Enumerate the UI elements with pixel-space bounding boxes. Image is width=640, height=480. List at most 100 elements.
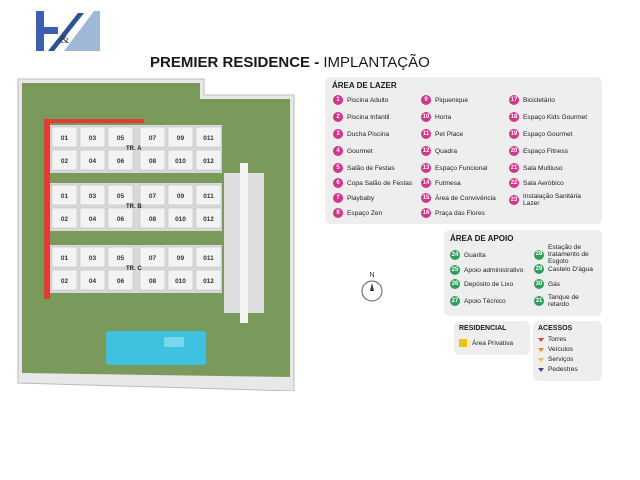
- lazer-number-badge: 21: [509, 163, 519, 173]
- unit-block: [51, 184, 78, 206]
- unit-label: 07: [149, 135, 157, 142]
- lazer-item-label: Praça das Flores: [435, 209, 485, 217]
- apoio-item: 27 Apoio Técnico: [450, 296, 534, 306]
- lazer-number-badge: 17: [509, 95, 519, 105]
- apoio-number-badge: 25: [450, 265, 460, 275]
- unit-block: [107, 269, 134, 291]
- unit-label: 01: [61, 135, 69, 142]
- unit-label: 01: [61, 255, 69, 262]
- unit-label: 010: [175, 278, 186, 285]
- lazer-number-badge: 9: [421, 95, 431, 105]
- unit-label: 03: [89, 255, 97, 262]
- tower-label: TR. C: [126, 266, 142, 272]
- lazer-number-badge: 4: [333, 146, 343, 156]
- tower-block: [50, 183, 222, 231]
- apoio-number-badge: 27: [450, 296, 460, 306]
- apoio-number-badge: 24: [450, 250, 460, 260]
- unit-block: [167, 246, 194, 268]
- apoio-item: 25 Apoio administrativo: [450, 265, 534, 275]
- lazer-item: 23 Instalação Sanitária Lazer: [509, 193, 595, 207]
- lazer-number-badge: 10: [421, 112, 431, 122]
- lazer-item-label: Instalação Sanitária Lazer: [523, 193, 581, 207]
- lazer-item-label: Futmesa: [435, 179, 461, 187]
- tower-block: [50, 245, 222, 293]
- unit-block: [195, 246, 222, 268]
- apoio-item-label: Apoio administrativo: [464, 266, 524, 274]
- lazer-number-badge: 13: [421, 163, 431, 173]
- unit-block: [139, 246, 166, 268]
- title-bold: PREMIER RESIDENCE -: [150, 54, 320, 71]
- lazer-item-label: Quadra: [435, 147, 457, 155]
- unit-label: 06: [117, 278, 125, 285]
- apoio-number-badge: 29: [534, 264, 544, 274]
- apoio-title: ÁREA DE APOIO: [450, 234, 514, 243]
- unit-label: 08: [149, 216, 157, 223]
- unit-label: 012: [203, 216, 214, 223]
- apoio-number-badge: 28: [534, 249, 544, 260]
- apoio-item-label: Apoio Técnico: [464, 297, 506, 305]
- unit-block: [79, 184, 106, 206]
- unit-block: [139, 184, 166, 206]
- compass-label: N: [369, 272, 375, 279]
- lazer-number-badge: 7: [333, 193, 343, 203]
- apoio-item-label: Castelo D'água: [548, 265, 593, 273]
- lazer-number-badge: 23: [509, 195, 519, 205]
- unit-label: 012: [203, 158, 214, 165]
- lazer-item: 19 Espaço Gourmet: [509, 129, 595, 139]
- unit-block: [139, 207, 166, 229]
- unit-label: 08: [149, 158, 157, 165]
- unit-label: 03: [89, 135, 97, 142]
- unit-label: 06: [117, 216, 125, 223]
- unit-label: 04: [89, 216, 97, 223]
- unit-block: [167, 269, 194, 291]
- unit-label: 04: [89, 158, 97, 165]
- apoio-legend: ÁREA DE APOIO 24 Guarita 25 Apoio administr…: [444, 230, 602, 316]
- lazer-item-label: Espaço Gourmet: [523, 130, 573, 138]
- unit-label: 011: [203, 193, 214, 200]
- unit-block: [107, 126, 134, 148]
- unit-label: 08: [149, 278, 157, 285]
- unit-label: 010: [175, 216, 186, 223]
- lazer-item-label: Gourmet: [347, 147, 373, 155]
- company-logo: &: [34, 9, 100, 53]
- lazer-number-badge: 11: [421, 129, 431, 139]
- unit-label: 09: [177, 135, 185, 142]
- lazer-number-badge: 15: [421, 193, 431, 203]
- unit-block: [79, 269, 106, 291]
- unit-block: [51, 246, 78, 268]
- unit-label: 03: [89, 193, 97, 200]
- lazer-item-label: Copa Salão de Festas: [347, 179, 413, 187]
- lazer-number-badge: 19: [509, 129, 519, 139]
- logo-mark: &: [60, 32, 70, 46]
- unit-block: [107, 149, 134, 171]
- unit-block: [195, 207, 222, 229]
- lazer-item: 4 Gourmet: [333, 146, 419, 156]
- lazer-number-badge: 5: [333, 163, 343, 173]
- unit-block: [107, 207, 134, 229]
- unit-label: 09: [177, 255, 185, 262]
- lazer-item-label: Área de Convivência: [435, 194, 496, 202]
- lazer-number-badge: 2: [333, 112, 343, 122]
- apoio-item-label: Guarita: [464, 251, 486, 259]
- unit-label: 07: [149, 255, 157, 262]
- unit-label: 05: [117, 135, 125, 142]
- unit-block: [51, 126, 78, 148]
- unit-block: [167, 184, 194, 206]
- unit-label: 05: [117, 255, 125, 262]
- apoio-item-label: Estação de tratamento de Esgoto: [548, 244, 589, 265]
- unit-block: [167, 207, 194, 229]
- acesso-item: Serviços: [538, 356, 573, 363]
- lazer-number-badge: 22: [509, 178, 519, 188]
